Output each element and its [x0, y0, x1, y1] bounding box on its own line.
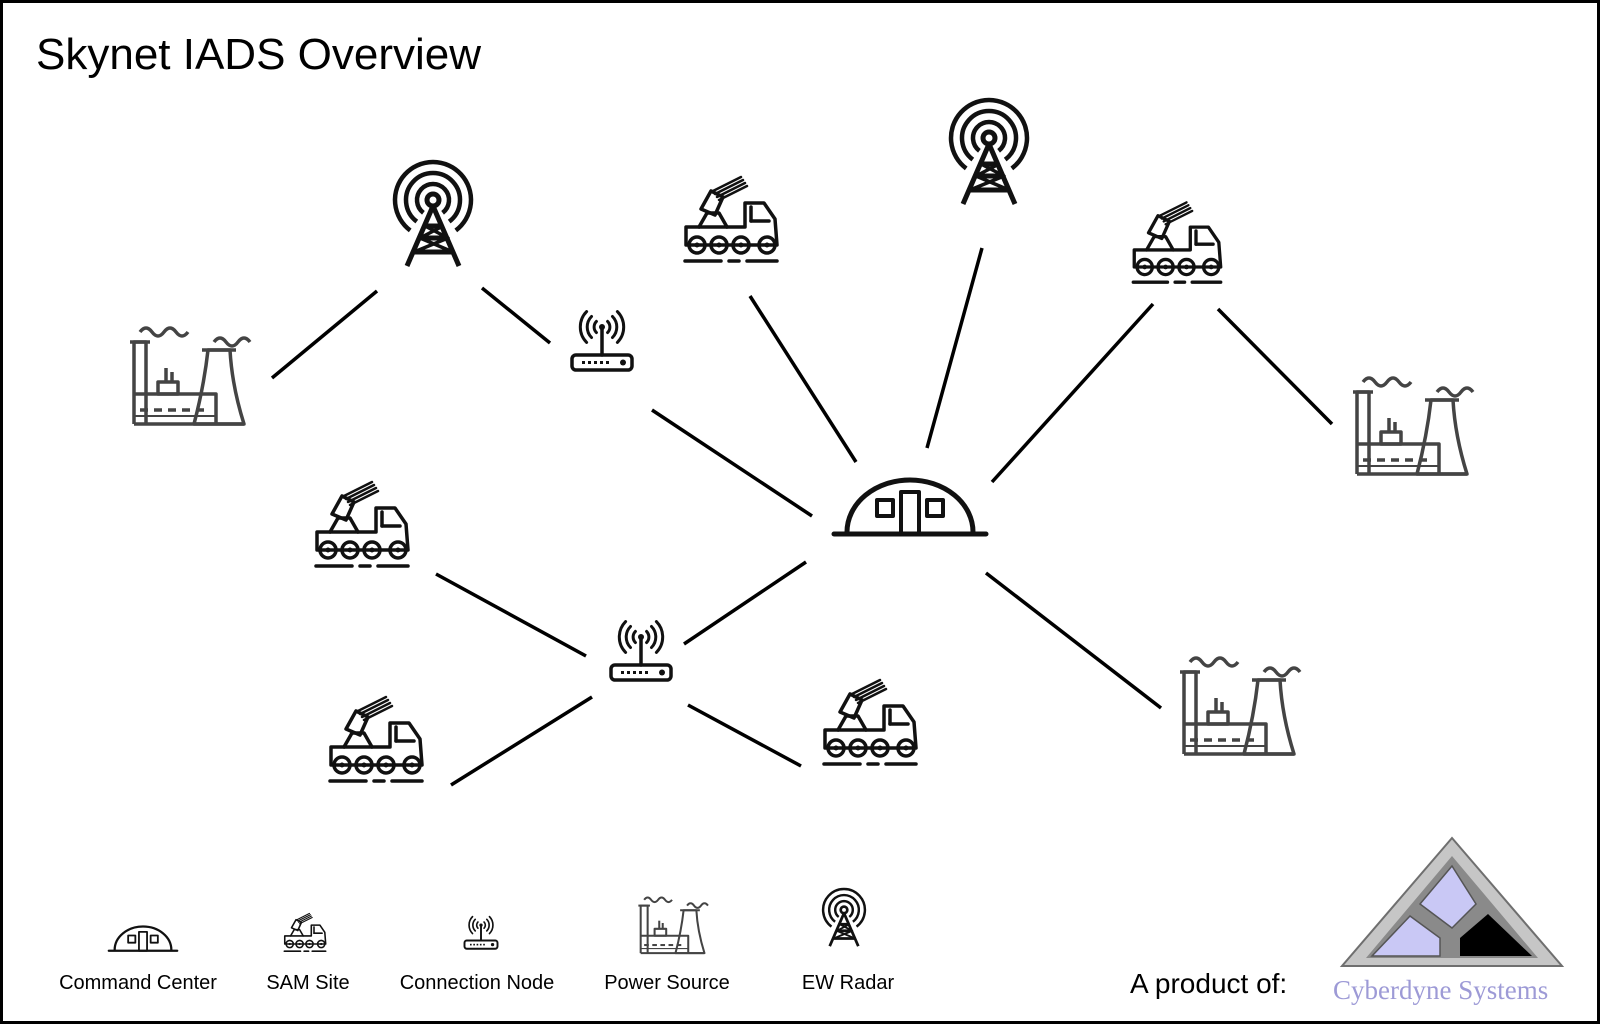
- legend-label-ew-radar: EW Radar: [801, 972, 895, 994]
- product-label: A product of:: [1130, 968, 1288, 999]
- legend-label-sam-site: SAM Site: [266, 972, 350, 994]
- nodes-layer: [130, 97, 1475, 783]
- node-ew1-ew-radar-icon: [392, 159, 474, 267]
- legend-label-connection-node: Connection Node: [399, 972, 555, 994]
- legend-icons: [107, 887, 867, 955]
- links-layer: [270, 247, 1334, 787]
- node-sam1-sam-site-icon: [683, 175, 779, 263]
- link-ew2-cc: [925, 247, 984, 449]
- link-sam2-pw2: [1216, 307, 1334, 426]
- legend-ew-radar-icon: [821, 887, 867, 947]
- link-sam3-cn2: [435, 572, 587, 658]
- link-cc-cn2: [683, 560, 807, 646]
- link-sam2-cc: [990, 302, 1155, 484]
- node-cn1-connection-node-icon: [570, 310, 634, 372]
- link-sam1-cc: [748, 295, 858, 463]
- node-sam4-sam-site-icon: [328, 695, 424, 783]
- node-pw3-power-source-icon: [1180, 656, 1302, 756]
- node-sam2-sam-site-icon: [1131, 201, 1223, 284]
- page-title: Skynet IADS Overview: [36, 30, 482, 79]
- node-pw1-power-source-icon: [130, 326, 252, 426]
- node-cc-command-center-icon: [831, 477, 989, 537]
- cyberdyne-logo-icon: [1339, 836, 1565, 967]
- node-sam3-sam-site-icon: [314, 480, 410, 568]
- legend-power-source-icon: [638, 896, 709, 955]
- link-ew1-cn1: [480, 286, 552, 345]
- node-ew2-ew-radar-icon: [948, 97, 1030, 205]
- link-cn2-sam5: [687, 703, 802, 768]
- link-pw1-ew1: [270, 289, 379, 380]
- link-cc-pw3: [984, 571, 1163, 710]
- legend-command-center-icon: [107, 925, 179, 952]
- legend-sam-site-icon: [283, 912, 327, 952]
- legend-label-power-source: Power Source: [604, 972, 730, 994]
- node-cn2-connection-node-icon: [609, 620, 673, 682]
- node-pw2-power-source-icon: [1353, 376, 1475, 476]
- brand-name: Cyberdyne Systems: [1333, 975, 1549, 1005]
- node-sam5-sam-site-icon: [822, 678, 918, 766]
- link-cn1-cc: [651, 408, 813, 518]
- link-cn2-sam4: [450, 695, 593, 787]
- legend-label-command-center: Command Center: [59, 972, 217, 994]
- legend-connection-node-icon: [463, 915, 499, 950]
